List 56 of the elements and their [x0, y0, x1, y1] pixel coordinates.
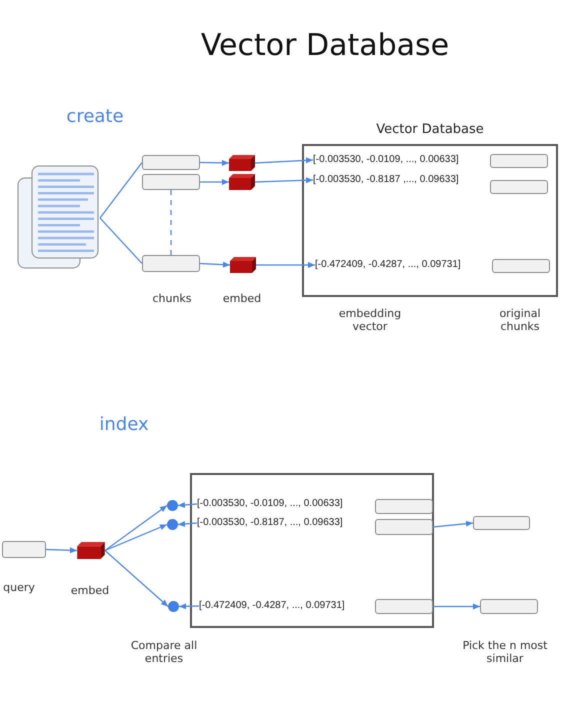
caption: embedding vector	[338, 307, 402, 335]
vector-text: [-0.472409, -0.4287, ..., 0.09731]	[199, 600, 345, 612]
caption: Pick the n most similar	[462, 639, 548, 667]
vector-text: [-0.003530, -0.0109, ..., 0.00633]	[313, 154, 459, 166]
chunk-box	[375, 519, 433, 535]
caption: embed	[222, 292, 262, 306]
chunk-box	[142, 255, 200, 272]
node-label: query	[2, 581, 36, 595]
cube-icon	[229, 174, 255, 190]
connector-line	[170, 190, 172, 255]
arrow	[433, 604, 480, 610]
vector-text: [-0.003530, -0.8187 ,..., 0.09633]	[313, 174, 459, 186]
chunk-box	[490, 180, 548, 194]
cube-icon	[77, 542, 105, 559]
arrow	[178, 502, 198, 508]
title: Vector Database	[200, 28, 450, 64]
arrow	[200, 160, 230, 166]
chunk-box	[2, 541, 46, 558]
chunk-box	[375, 599, 433, 614]
dot	[167, 500, 178, 511]
vector-text: [-0.003530, -0.8187, ..., 0.09633]	[197, 517, 343, 529]
node-label: embed	[70, 584, 110, 598]
vector-text: [-0.003530, -0.0109, ..., 0.00633]	[197, 498, 343, 510]
arrow	[256, 262, 315, 268]
chunk-box	[490, 154, 548, 168]
section-heading: create	[65, 106, 125, 128]
dot	[167, 519, 178, 530]
arrow	[254, 157, 314, 164]
database-box	[190, 473, 434, 628]
arrow	[200, 262, 230, 268]
section-heading: index	[98, 414, 150, 436]
chunk-box	[492, 259, 550, 273]
caption: chunks	[151, 292, 193, 306]
dot	[168, 601, 179, 612]
arrow	[178, 603, 200, 610]
arrow	[200, 179, 229, 185]
chunk-box	[375, 499, 433, 514]
arrow	[104, 550, 168, 607]
chunk-box	[142, 155, 200, 170]
chunk-box	[142, 174, 200, 190]
arrow	[178, 520, 198, 527]
chunk-box	[480, 599, 538, 614]
cube-icon	[230, 257, 256, 273]
arrow	[46, 547, 78, 554]
arrow	[254, 177, 314, 184]
connector-line	[100, 162, 142, 218]
arrow	[432, 520, 474, 528]
chunk-box	[473, 516, 530, 530]
arrow	[104, 524, 168, 552]
vector-text: [-0.472409, -0.4287, ..., 0.09731]	[315, 259, 461, 271]
arrow	[104, 505, 168, 551]
caption: original chunks	[498, 307, 542, 335]
box-title: Vector Database	[375, 122, 485, 137]
caption: Compare all entries	[130, 639, 198, 667]
connector-line	[100, 218, 142, 264]
cube-icon	[229, 155, 255, 171]
